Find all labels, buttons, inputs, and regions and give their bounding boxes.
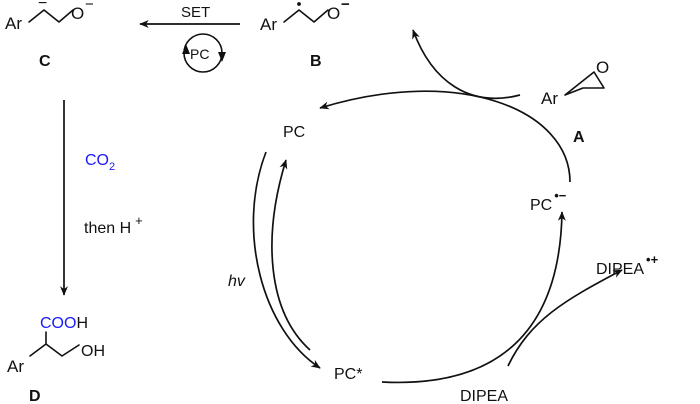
a-epoxide-ring <box>564 71 605 96</box>
b-skeleton <box>283 9 329 23</box>
carboxylation-step: CO2 then H + <box>60 100 143 296</box>
d-cooh-blue: COO <box>40 315 76 332</box>
a-ar-label: Ar <box>541 89 558 108</box>
d-skeleton <box>29 331 80 357</box>
b-oxygen-label: O <box>327 4 340 23</box>
co2-reagent: CO2 <box>85 152 115 173</box>
a-oxygen-label: O <box>596 58 609 77</box>
cycle-arrow-quench <box>381 211 566 384</box>
compound-d: COOH Ar OH D <box>7 315 105 404</box>
cycle-dipea-radical-cation: DIPEA•+ <box>596 252 659 278</box>
c-oxygen-label: O <box>71 4 84 23</box>
acid-workup: then H + <box>84 213 143 237</box>
b-oxide-charge: − <box>341 0 350 13</box>
epoxide-opening-arrow <box>412 29 521 100</box>
c-ar-label: Ar <box>5 14 22 33</box>
c-skeleton <box>28 9 74 23</box>
compound-c-label: C <box>39 53 51 70</box>
acid-main: then H <box>84 220 131 237</box>
acid-superscript: + <box>135 213 143 228</box>
dipea-radical-cation-main: DIPEA <box>596 261 644 278</box>
cycle-arrow-excitation <box>252 151 321 369</box>
compound-a: Ar O A <box>541 58 609 146</box>
set-step: SET PC <box>139 4 240 73</box>
pc-recycle-label: PC <box>190 46 209 62</box>
c-oxide-charge: − <box>85 0 94 13</box>
set-label: SET <box>181 4 210 21</box>
cycle-pc-excited: PC* <box>334 366 362 383</box>
photocatalytic-cycle: PC PC•− PC* hv DIPEA DIPEA•+ <box>228 90 659 404</box>
cycle-pc-label: PC <box>283 124 305 141</box>
cycle-dipea-label: DIPEA <box>460 388 508 404</box>
c-carbanion-charge: − <box>38 0 47 12</box>
b-radical-dot <box>297 2 301 6</box>
dipea-radical-cation-sup: •+ <box>646 252 659 267</box>
compound-b: Ar O − B <box>260 0 350 70</box>
b-ar-label: Ar <box>260 15 277 34</box>
d-ar-label: Ar <box>7 357 24 376</box>
pc-radical-anion-sup: •− <box>554 188 567 203</box>
co2-main: CO <box>85 152 109 169</box>
d-cooh-h: H <box>76 315 88 332</box>
co2-subscript: 2 <box>109 161 115 173</box>
recycle-arrowhead-left <box>182 44 190 54</box>
compound-d-label: D <box>29 388 41 404</box>
d-cooh-label: COOH <box>40 315 88 332</box>
cycle-pc-radical-anion: PC•− <box>530 188 567 214</box>
cycle-arrow-set <box>319 90 571 183</box>
compound-c: Ar − O − C <box>5 0 94 70</box>
pc-radical-anion-main: PC <box>530 197 552 214</box>
cycle-arrow-decay <box>271 159 311 351</box>
recycle-arrowhead-right <box>218 52 226 62</box>
compound-b-label: B <box>310 53 322 70</box>
compound-a-label: A <box>573 129 585 146</box>
d-oh-label: OH <box>81 343 105 360</box>
dipea-oxidation-arrow <box>507 269 623 367</box>
cycle-hv-label: hv <box>228 273 246 290</box>
